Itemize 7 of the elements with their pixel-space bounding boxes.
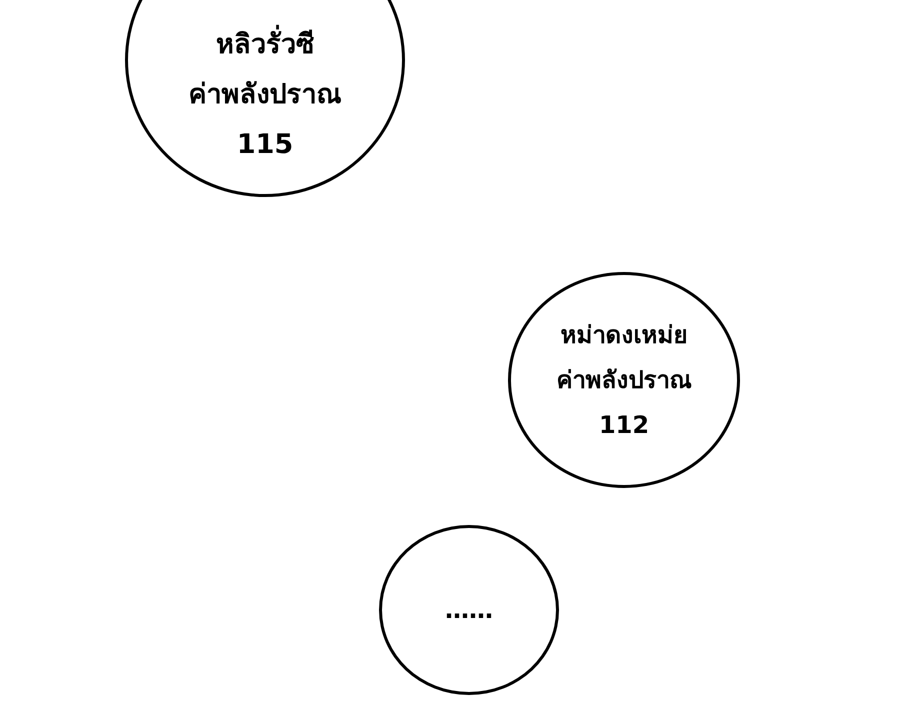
bubble-text: 115 xyxy=(236,128,294,162)
bubble-text: …… xyxy=(445,595,493,626)
bubble-text: 112 xyxy=(598,410,650,440)
bubble-text: ค่าพลังปราณ xyxy=(556,364,692,396)
bubble-text: ค่าพลังปราณ xyxy=(188,78,342,112)
bubble-text: หม่าดงเหม่ย xyxy=(560,320,688,350)
bubble-text: หลิวรั่วซี xyxy=(216,20,314,70)
